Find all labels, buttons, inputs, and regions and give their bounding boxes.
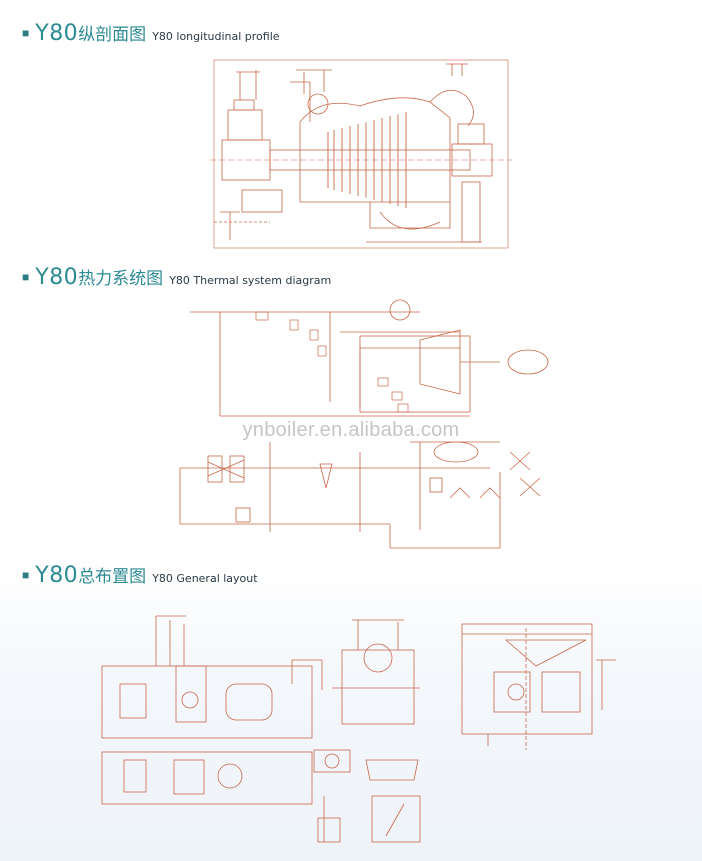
chinese-title: 热力系统图 bbox=[78, 269, 164, 289]
bullet-icon: ■ bbox=[22, 270, 30, 284]
chinese-title: 纵剖面图 bbox=[78, 25, 147, 45]
thermal-system-drawing bbox=[179, 299, 549, 549]
model-label: Y80 bbox=[35, 21, 79, 46]
bullet-icon: ■ bbox=[22, 568, 30, 582]
section-heading-general-layout: ■ Y80 总布置图 Y80 General layout bbox=[22, 562, 258, 588]
bullet-icon: ■ bbox=[22, 26, 30, 40]
model-label: Y80 bbox=[35, 563, 79, 588]
model-label: Y80 bbox=[35, 265, 79, 290]
background-gradient bbox=[0, 560, 702, 861]
watermark-text: ynboiler.en.alibaba.com bbox=[242, 419, 460, 441]
section-heading-longitudinal-profile: ■ Y80 纵剖面图 Y80 longitudinal profile bbox=[22, 20, 280, 46]
english-title: Y80 General layout bbox=[152, 572, 258, 585]
general-layout-drawing bbox=[101, 615, 616, 843]
chinese-title: 总布置图 bbox=[78, 567, 147, 587]
longitudinal-profile-drawing bbox=[210, 59, 512, 249]
section-heading-thermal-system: ■ Y80 热力系统图 Y80 Thermal system diagram bbox=[22, 264, 331, 290]
english-title: Y80 longitudinal profile bbox=[152, 30, 280, 43]
english-title: Y80 Thermal system diagram bbox=[169, 274, 332, 287]
